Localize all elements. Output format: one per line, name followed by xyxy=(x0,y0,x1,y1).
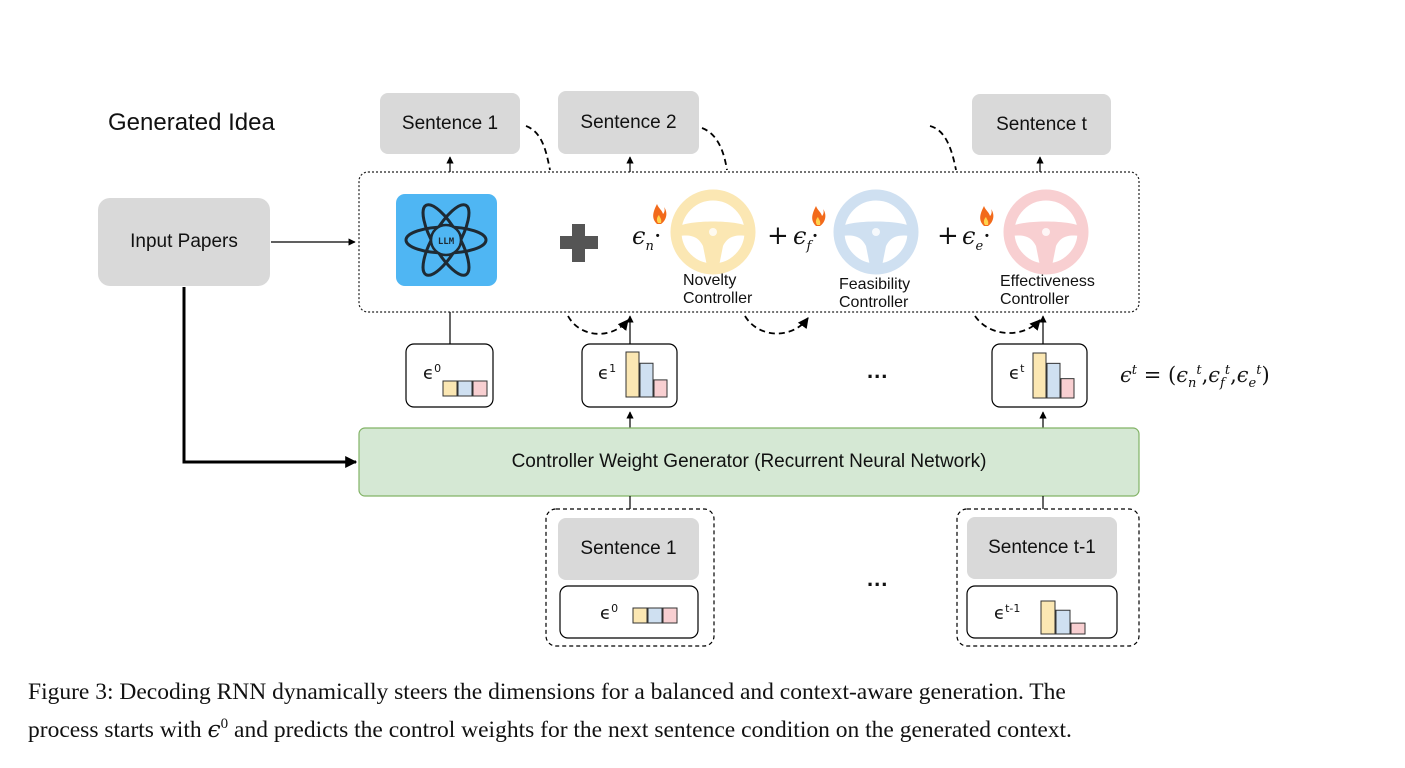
weight-bar xyxy=(653,379,668,398)
caption-line-2: process starts with ϵ0 and predicts the … xyxy=(28,714,1072,743)
dashed-feedback-t xyxy=(929,125,957,171)
ellipsis-bottom: ... xyxy=(867,566,889,591)
weight-bar xyxy=(1070,622,1086,635)
wheel-hub xyxy=(1042,228,1050,236)
bottom-sentence-1: Sentence 1 xyxy=(558,518,699,580)
flame-icon xyxy=(980,206,994,226)
novelty-controller-label: Novelty Controller xyxy=(683,272,753,307)
plus-sign-2: + xyxy=(937,221,959,251)
bottom-eps0-box xyxy=(559,585,699,639)
wheel-spokes xyxy=(679,221,747,266)
eps0-box xyxy=(405,343,494,408)
wheel-rim xyxy=(670,189,756,275)
dashed-feedback-2 xyxy=(701,127,728,171)
wheel-hub xyxy=(872,228,880,236)
coef-feasibility: ϵf· xyxy=(793,222,819,254)
eps1-label: ϵ1 xyxy=(598,362,617,384)
feasibility-wheel-icon xyxy=(833,189,919,275)
llm-logo: LLM xyxy=(396,194,497,286)
weight-bar xyxy=(472,380,488,397)
bottom-eps0-bars xyxy=(632,607,678,624)
coef-novelty: ϵn· xyxy=(632,222,662,254)
ellipsis-middle: ... xyxy=(867,358,889,383)
input-papers-box: Input Papers xyxy=(98,198,270,286)
weight-bar xyxy=(625,351,640,398)
weight-bar xyxy=(639,362,654,398)
bottom-eps-t-minus-1-label: ϵt-1 xyxy=(994,602,1021,624)
coef-effectiveness: ϵe· xyxy=(962,222,991,254)
weight-bar xyxy=(1032,352,1047,399)
weight-bar xyxy=(1060,378,1075,399)
weight-bar xyxy=(1055,609,1071,635)
eps0-label: ϵ0 xyxy=(423,362,442,384)
novelty-wheel-icon xyxy=(670,189,756,275)
eps1-bars xyxy=(625,351,668,398)
dashed-curve-1 xyxy=(567,315,629,335)
effectiveness-wheel-icon xyxy=(1003,189,1089,275)
flame-icon xyxy=(653,204,667,224)
epst-bars xyxy=(1032,352,1075,399)
bottom-group-2 xyxy=(956,508,1140,647)
arrow-input-to-rnn xyxy=(182,287,358,468)
top-sentence-1: Sentence 1 xyxy=(380,93,520,154)
weight-bar xyxy=(647,607,663,624)
weight-bar xyxy=(457,380,473,397)
flame-icon xyxy=(812,206,826,226)
llm-logo-text: LLM xyxy=(438,237,455,247)
dashed-curve-3 xyxy=(974,315,1041,334)
weight-bar xyxy=(442,380,458,397)
top-sentence-t: Sentence t xyxy=(972,94,1111,155)
bottom-sentence-t-minus-1: Sentence t-1 xyxy=(967,517,1117,579)
bottom-group-1 xyxy=(545,508,715,647)
wheel-spokes xyxy=(1012,221,1080,266)
effectiveness-controller-label: Effectiveness Controller xyxy=(1000,273,1095,308)
feasibility-controller-label: Feasibility Controller xyxy=(839,276,911,311)
dashed-feedback-1 xyxy=(525,125,551,171)
weight-bar xyxy=(1046,362,1061,399)
rnn-box xyxy=(358,427,1140,497)
weight-bar xyxy=(662,607,678,624)
weight-bar xyxy=(632,607,648,624)
plus-sign-1: + xyxy=(767,221,789,251)
wheel-hub xyxy=(709,228,717,236)
wheel-rim xyxy=(1003,189,1089,275)
wheel-rim xyxy=(833,189,919,275)
wheel-spokes xyxy=(842,221,910,266)
top-sentence-2: Sentence 2 xyxy=(558,91,699,154)
plus-icon xyxy=(560,224,598,262)
bottom-eps-t-minus-1-bars xyxy=(1040,600,1086,635)
model-container xyxy=(358,171,1140,313)
rnn-label: Controller Weight Generator (Recurrent N… xyxy=(511,451,987,472)
epsilon-definition: ϵt = (ϵnt,ϵft,ϵet) xyxy=(1120,363,1270,392)
dashed-curve-2 xyxy=(744,315,809,335)
generated-idea-label: Generated Idea xyxy=(108,109,275,136)
caption-line-1: Figure 3: Decoding RNN dynamically steer… xyxy=(28,679,1066,705)
epst-label: ϵt xyxy=(1009,362,1025,384)
weight-bar xyxy=(1040,600,1056,635)
bottom-eps0-label: ϵ0 xyxy=(600,602,619,624)
eps0-bars xyxy=(442,380,488,397)
figure-caption: Figure 3: Decoding RNN dynamically steer… xyxy=(28,676,1388,746)
